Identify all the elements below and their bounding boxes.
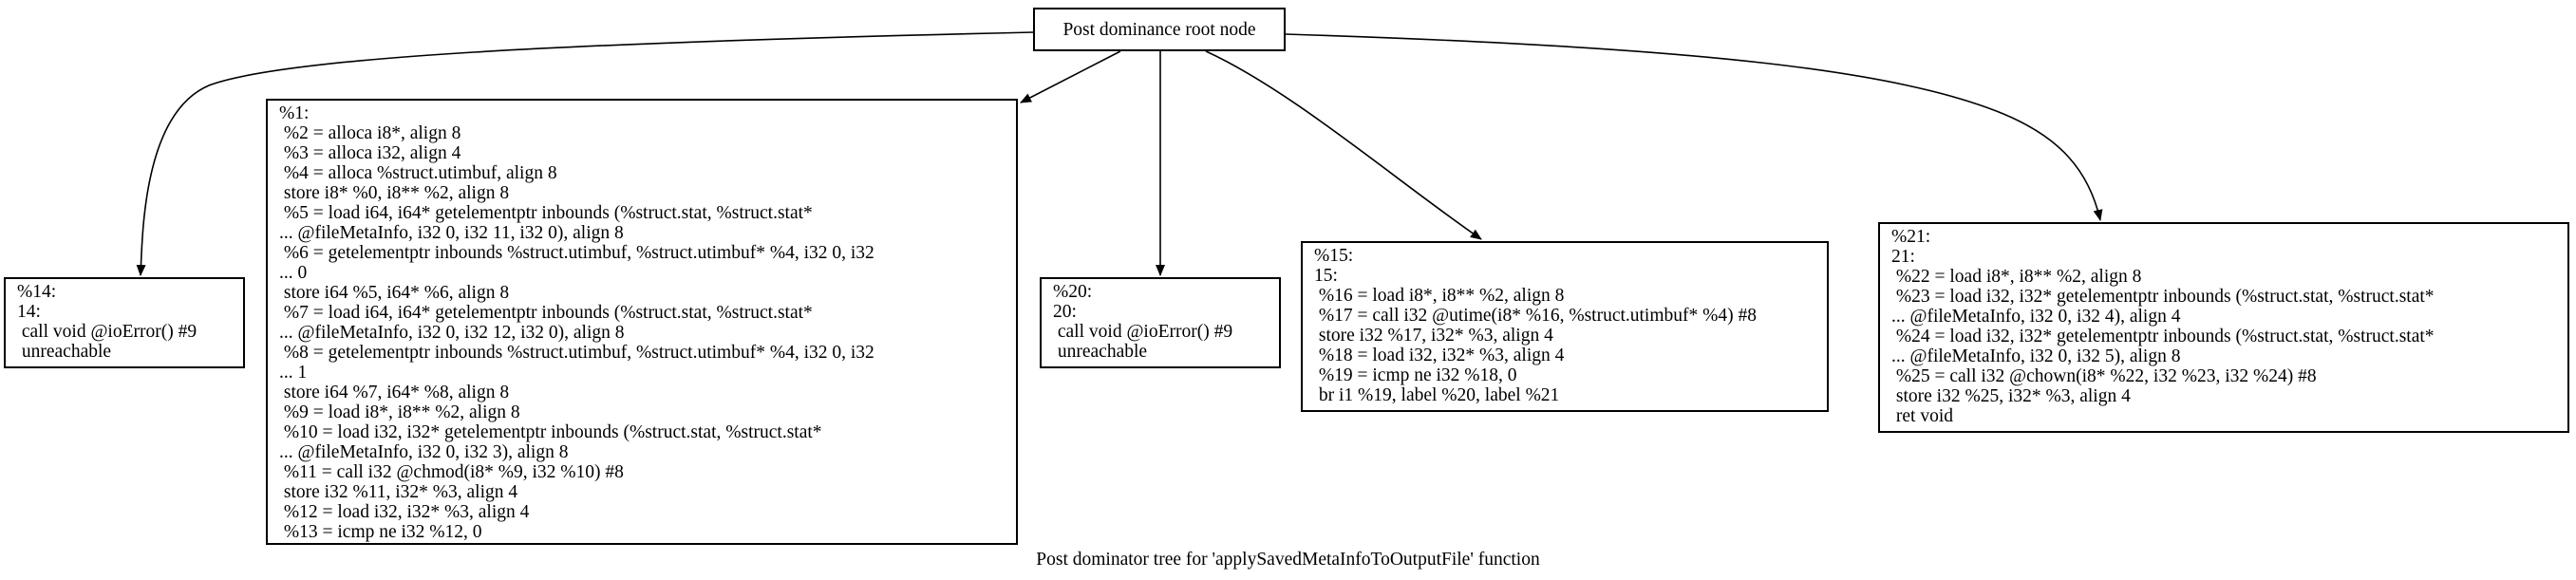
node-line: %7 = load i64, i64* getelementptr inboun… xyxy=(279,303,813,323)
node-line: %19 = icmp ne i32 %18, 0 xyxy=(1314,365,1517,385)
node-line: store i32 %17, i32* %3, align 4 xyxy=(1314,326,1553,346)
node-20: %20:20: call void @ioError() #9 unreacha… xyxy=(1040,277,1281,368)
node-line: ... @fileMetaInfo, i32 0, i32 5), align … xyxy=(1891,346,2181,366)
node-line: %23 = load i32, i32* getelementptr inbou… xyxy=(1891,287,2435,307)
node-line: %17 = call i32 @utime(i8* %16, %struct.u… xyxy=(1314,306,1758,326)
node-1: %1: %2 = alloca i8*, align 8 %3 = alloca… xyxy=(266,99,1018,545)
node-line: ... @fileMetaInfo, i32 0, i32 12, i32 0)… xyxy=(279,323,625,343)
node-line: %15: xyxy=(1314,246,1354,266)
edge-root-to-n14 xyxy=(136,31,1034,276)
node-line: %9 = load i8*, i8** %2, align 8 xyxy=(279,402,520,422)
node-line: ... @fileMetaInfo, i32 0, i32 4), align … xyxy=(1891,307,2181,327)
node-line: %16 = load i8*, i8** %2, align 8 xyxy=(1314,286,1565,306)
node-line: 14: xyxy=(17,302,41,322)
edge-root-to-n21 xyxy=(1285,33,2103,221)
node-line: store i64 %5, i64* %6, align 8 xyxy=(279,283,510,303)
node-line: ... 1 xyxy=(279,363,308,383)
root-node-label: Post dominance root node xyxy=(1062,19,1256,40)
node-line: ... 0 xyxy=(279,263,308,283)
node-14: %14:14: call void @ioError() #9 unreacha… xyxy=(4,277,245,368)
node-line: br i1 %19, label %20, label %21 xyxy=(1314,385,1560,405)
edge-root-to-n15 xyxy=(1205,50,1482,240)
node-line: %2 = alloca i8*, align 8 xyxy=(279,123,461,143)
node-line: call void @ioError() #9 xyxy=(1053,322,1233,342)
node-line: %12 = load i32, i32* %3, align 4 xyxy=(279,502,530,522)
node-line: %4 = alloca %struct.utimbuf, align 8 xyxy=(279,163,557,183)
node-line: %21: xyxy=(1891,227,1931,247)
node-line: %6 = getelementptr inbounds %struct.utim… xyxy=(279,243,874,263)
node-line: %18 = load i32, i32* %3, align 4 xyxy=(1314,346,1565,365)
node-line: store i32 %11, i32* %3, align 4 xyxy=(279,482,518,502)
node-line: %10 = load i32, i32* getelementptr inbou… xyxy=(279,422,822,442)
node-line: %13 = icmp ne i32 %12, 0 xyxy=(279,522,482,542)
node-line: %24 = load i32, i32* getelementptr inbou… xyxy=(1891,327,2435,346)
edge-root-to-n1 xyxy=(1020,50,1121,103)
node-line: ret void xyxy=(1891,406,1953,426)
node-line: %22 = load i8*, i8** %2, align 8 xyxy=(1891,267,2142,287)
root-node: Post dominance root node xyxy=(1033,8,1286,51)
diagram-caption: Post dominator tree for 'applySavedMetaI… xyxy=(1036,550,1540,570)
node-line: %8 = getelementptr inbounds %struct.utim… xyxy=(279,343,874,363)
node-line: br i1 %13, label %14, label %15 xyxy=(279,542,1005,543)
node-line: store i32 %25, i32* %3, align 4 xyxy=(1891,386,2131,406)
node-15: %15:15: %16 = load i8*, i8** %2, align 8… xyxy=(1301,241,1829,412)
node-line: %20: xyxy=(1053,282,1093,302)
node-line: ... @fileMetaInfo, i32 0, i32 11, i32 0)… xyxy=(279,223,624,243)
node-line: 15: xyxy=(1314,266,1338,286)
node-line: unreachable xyxy=(17,342,112,362)
node-line: %14: xyxy=(17,282,57,302)
node-line: ... @fileMetaInfo, i32 0, i32 3), align … xyxy=(279,442,569,462)
node-line: store i64 %7, i64* %8, align 8 xyxy=(279,383,510,402)
node-line: store i8* %0, i8** %2, align 8 xyxy=(279,183,510,203)
node-line: 21: xyxy=(1891,247,1915,267)
node-line: %11 = call i32 @chmod(i8* %9, i32 %10) #… xyxy=(279,462,624,482)
node-21: %21:21: %22 = load i8*, i8** %2, align 8… xyxy=(1878,222,2569,433)
node-line: %1: xyxy=(279,103,310,123)
node-line: unreachable xyxy=(1053,342,1148,362)
node-line: %25 = call i32 @chown(i8* %22, i32 %23, … xyxy=(1891,366,2317,386)
node-line: 20: xyxy=(1053,302,1077,322)
node-line: call void @ioError() #9 xyxy=(17,322,197,342)
node-line: %3 = alloca i32, align 4 xyxy=(279,143,461,163)
node-line: %5 = load i64, i64* getelementptr inboun… xyxy=(279,203,813,223)
